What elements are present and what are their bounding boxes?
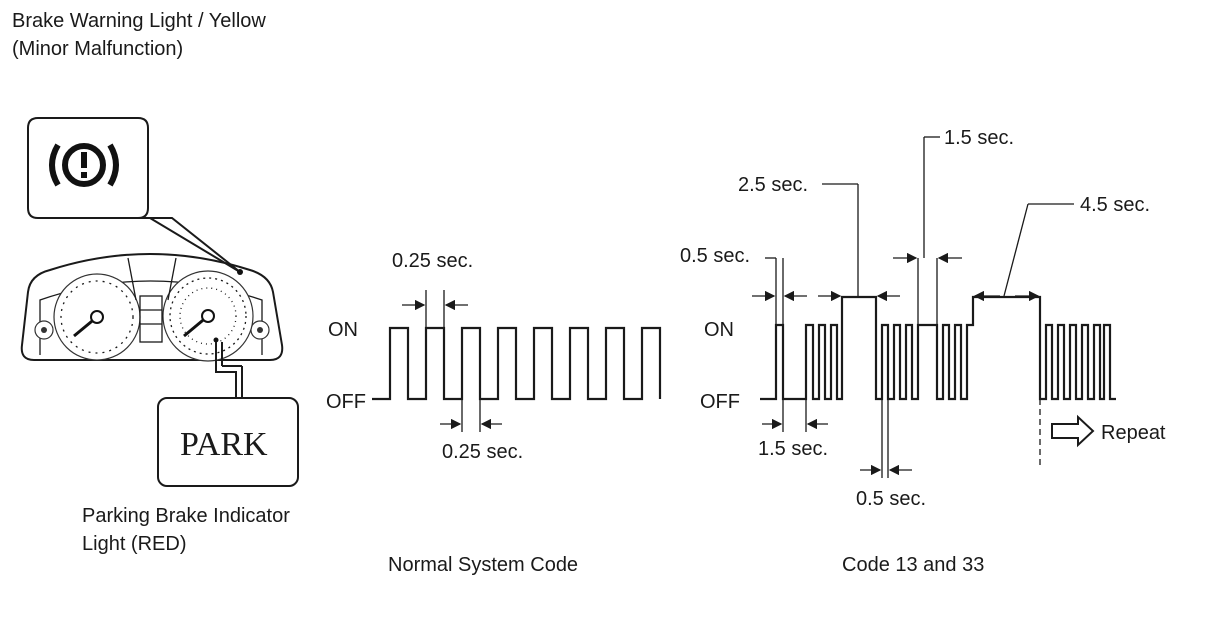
code-13-33-waveform <box>760 295 1116 401</box>
warning-light-callout <box>27 117 241 273</box>
normal-on-label: ON <box>328 319 358 341</box>
warning-light-subtitle: (Minor Malfunction) <box>12 38 183 60</box>
normal-on-time-label: 0.25 sec. <box>392 250 473 272</box>
park-light-label: Parking Brake Indicator <box>82 505 290 527</box>
repeat-arrow-icon <box>1051 414 1095 448</box>
code-0-5-lower-label: 0.5 sec. <box>856 488 926 510</box>
park-callout <box>157 342 299 487</box>
normal-off-label: OFF <box>326 391 366 413</box>
code-0-5-lower-dimension <box>860 399 912 478</box>
code-13-33-caption: Code 13 and 33 <box>842 554 984 576</box>
code-4-5-label: 4.5 sec. <box>1080 194 1150 216</box>
code-1-5-lower-dimension <box>762 399 828 432</box>
code-on-0-5-dimension <box>752 257 807 325</box>
code-2-5-dimension <box>818 183 900 302</box>
code-off-label: OFF <box>700 391 740 413</box>
warning-light-title: Brake Warning Light / Yellow <box>12 10 266 32</box>
code-4-5-dimension <box>973 203 1074 302</box>
code-on-label: ON <box>704 319 734 341</box>
normal-off-time-label: 0.25 sec. <box>442 441 523 463</box>
code-2-5-label: 2.5 sec. <box>738 174 808 196</box>
normal-code-waveform <box>372 326 662 401</box>
brake-warning-icon <box>49 143 119 187</box>
normal-on-dimension <box>402 290 468 328</box>
code-1-5-upper-dimension <box>893 136 962 325</box>
normal-code-caption: Normal System Code <box>388 554 578 576</box>
repeat-label: Repeat <box>1101 422 1166 444</box>
code-on-0-5-label: 0.5 sec. <box>680 245 750 267</box>
park-badge-text: PARK <box>180 426 268 463</box>
normal-off-dimension <box>440 399 502 432</box>
code-1-5-upper-label: 1.5 sec. <box>944 127 1014 149</box>
instrument-cluster-icon <box>20 253 284 362</box>
park-light-label-line2: Light (RED) <box>82 533 186 555</box>
code-1-5-lower-label: 1.5 sec. <box>758 438 828 460</box>
